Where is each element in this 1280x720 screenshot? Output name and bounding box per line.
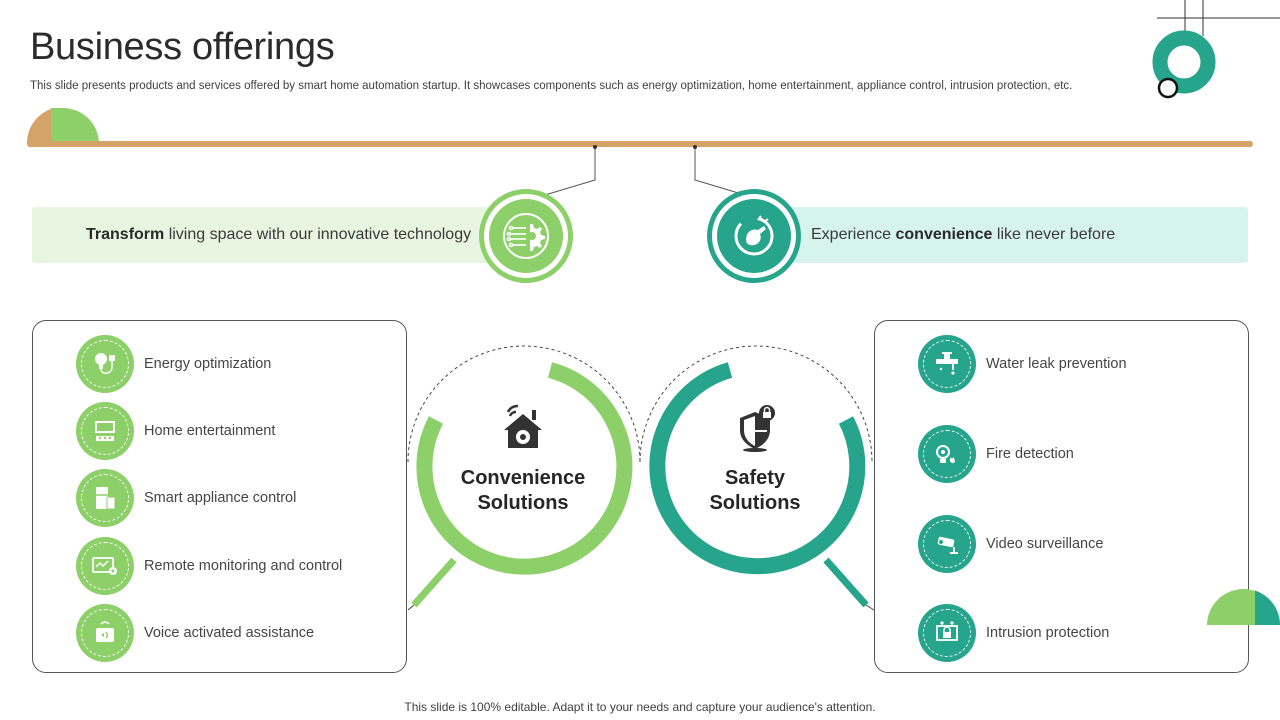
list-item: Intrusion protection <box>918 604 1109 662</box>
decorative-ring-topright <box>1150 0 1280 110</box>
banner-right-bold: convenience <box>895 226 993 243</box>
decorative-half-circle-left <box>27 108 99 144</box>
convenience-title-line1: Convenience <box>460 467 586 489</box>
shield-lock-icon <box>740 405 775 452</box>
list-item-label: Video surveillance <box>986 536 1104 552</box>
convenience-solutions-title: Convenience Solutions <box>448 466 598 516</box>
list-item-label: Home entertainment <box>144 423 276 439</box>
decorative-half-circle-right <box>1207 589 1280 625</box>
convenience-dashed-arc <box>407 345 641 463</box>
voice-assistant-icon <box>76 604 134 662</box>
remote-monitor-icon <box>76 537 134 595</box>
banner-left-text: living space with our innovative technol… <box>164 226 472 243</box>
safety-dashed-arc <box>639 345 873 463</box>
home-theater-icon <box>76 402 134 460</box>
banner-experience: Experience convenience like never before <box>760 207 1248 263</box>
safety-title-line1: Safety <box>724 467 786 489</box>
list-item-label: Fire detection <box>986 446 1074 462</box>
intrusion-lock-icon <box>918 604 976 662</box>
banner-left-bold: Transform <box>86 226 165 243</box>
list-item-label: Water leak prevention <box>986 356 1127 372</box>
water-tap-icon <box>918 335 976 393</box>
fridge-phone-icon <box>76 469 134 527</box>
bulb-plug-icon <box>76 335 134 393</box>
circuit-gear-icon <box>503 213 549 259</box>
convenience-ring-tail <box>411 557 457 608</box>
list-item: Smart appliance control <box>76 469 296 527</box>
convenience-ring <box>416 362 633 575</box>
footer-note: This slide is 100% editable. Adapt it to… <box>404 700 876 714</box>
banner-right-pre: Experience <box>811 226 896 243</box>
safety-solutions-title: Safety Solutions <box>690 466 820 516</box>
smart-home-icon <box>504 404 542 448</box>
convenience-panel: Energy optimization Home entertainment S… <box>32 320 407 673</box>
cctv-camera-icon <box>918 515 976 573</box>
list-item-label: Voice activated assistance <box>144 625 315 641</box>
list-item-label: Intrusion protection <box>986 625 1110 641</box>
safety-ring <box>649 362 866 575</box>
list-item: Water leak prevention <box>918 335 1127 393</box>
list-item: Fire detection <box>918 425 1074 483</box>
list-item-label: Remote monitoring and control <box>144 558 343 574</box>
banner-right-post: like never before <box>992 226 1116 243</box>
list-item: Home entertainment <box>76 402 275 460</box>
list-item: Video surveillance <box>918 515 1103 573</box>
list-item: Remote monitoring and control <box>76 537 342 595</box>
convenience-title-line2: Solutions <box>477 492 569 514</box>
header-divider-bar <box>27 141 1253 147</box>
safety-panel: Water leak prevention Fire detection Vid… <box>874 320 1249 673</box>
fire-detector-icon <box>918 425 976 483</box>
convenience-hand-icon-badge <box>707 189 801 283</box>
hand-click-icon <box>734 215 774 256</box>
list-item: Voice activated assistance <box>76 604 314 662</box>
page-subtitle: This slide presents products and service… <box>30 80 1073 92</box>
solutions-rings <box>407 345 875 611</box>
list-item-label: Energy optimization <box>144 356 272 372</box>
list-item-label: Smart appliance control <box>144 490 297 506</box>
safety-title-line2: Solutions <box>709 492 801 514</box>
tech-gear-icon-badge <box>479 189 573 283</box>
list-item: Energy optimization <box>76 335 271 393</box>
banner-transform: Transform living space with our innovati… <box>32 207 502 263</box>
safety-ring-tail <box>823 557 869 608</box>
page-title: Business offerings <box>30 26 335 68</box>
